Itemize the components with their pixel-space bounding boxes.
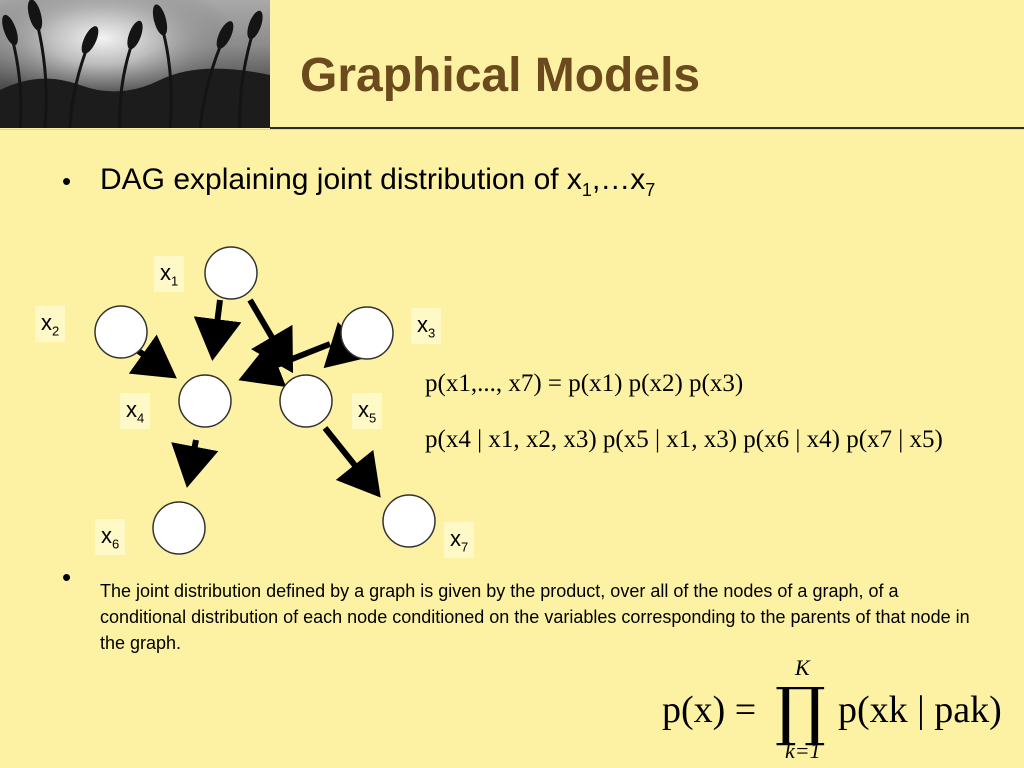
node-x6: [152, 501, 206, 555]
product-lower-limit: k=1: [785, 738, 821, 763]
edge-x4-x6: [171, 439, 219, 488]
header-divider: [270, 127, 1024, 129]
node-x7: [382, 494, 436, 548]
edge-x5-x7: [322, 426, 381, 498]
header-divider-light: [0, 129, 1024, 130]
label-x6: x6: [95, 519, 126, 555]
label-x5: x5: [352, 393, 383, 429]
node-x2: [94, 305, 148, 359]
header-photo: [0, 0, 270, 128]
edge-x1-x4: [193, 299, 242, 361]
label-x1: x1: [154, 256, 185, 292]
bullet-2: The joint distribution defined by a grap…: [100, 581, 970, 653]
label-x3: x3: [411, 308, 442, 344]
node-x3: [340, 306, 394, 360]
bullet-1: DAG explaining joint distribution of x1,…: [100, 163, 655, 201]
product-lhs: p(x) =: [662, 689, 757, 731]
slide-title: Graphical Models: [300, 49, 701, 102]
bullet-1-mid: ,…x: [591, 163, 646, 196]
equation-line-1: p(x1,..., x7) = p(x1) p(x2) p(x3): [425, 370, 744, 397]
label-x7: x7: [444, 522, 475, 558]
edge-x1-x5: [247, 298, 294, 374]
product-upper-limit: K: [795, 655, 810, 680]
bullet-1-sub1: 1: [581, 180, 592, 200]
label-x2: x2: [35, 306, 66, 342]
bullet-1-sub2: 7: [645, 180, 656, 200]
edge-x3-x5: [323, 321, 371, 369]
product-symbol: ∏: [775, 675, 826, 749]
edge-x2-x4: [128, 334, 177, 379]
node-x5: [279, 374, 333, 428]
node-x4: [178, 374, 232, 428]
bullet-dot-2: •: [62, 562, 72, 592]
bullet-dot-1: •: [62, 166, 72, 196]
bullet-1-text: DAG explaining joint distribution of x: [100, 163, 582, 196]
node-x1: [204, 246, 258, 300]
product-rhs: p(xk | pak): [838, 689, 1002, 731]
wheat-field-image: [0, 0, 270, 128]
equation-line-2: p(x4 | x1, x2, x3) p(x5 | x1, x3) p(x6 |…: [425, 426, 943, 453]
edge-x3-x4: [238, 341, 332, 388]
label-x4: x4: [120, 393, 151, 429]
